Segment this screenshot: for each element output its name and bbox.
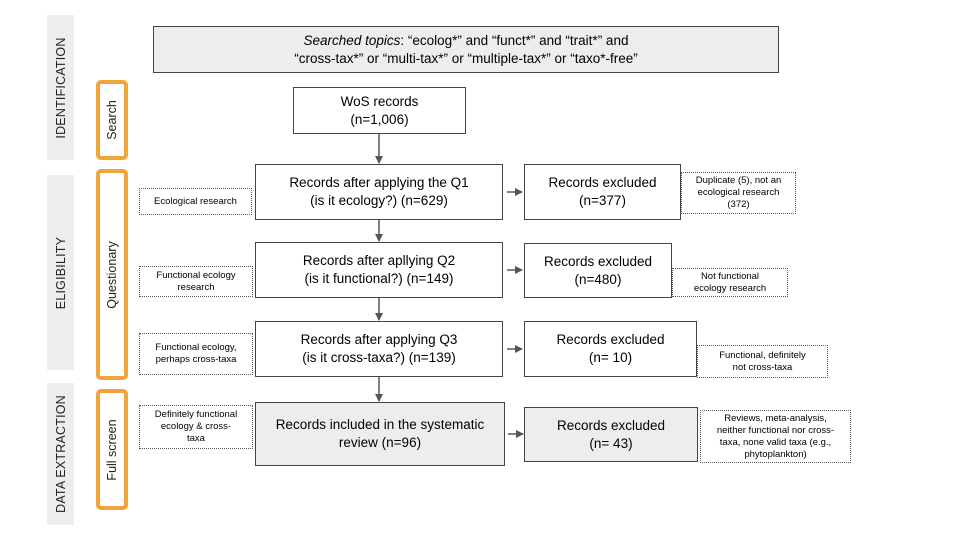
phase-full-screen: Full screen bbox=[96, 389, 128, 510]
excluded-box-3: Records excluded (n= 10) bbox=[524, 321, 697, 377]
phase-search: Search bbox=[96, 80, 128, 160]
excluded-box-2: Records excluded (n=480) bbox=[524, 243, 672, 298]
note-not-cross-taxa: Functional, definitely not cross-taxa bbox=[697, 345, 828, 378]
note-ecological-research: Ecological research bbox=[139, 188, 252, 215]
included-records-box: Records included in the systematic revie… bbox=[255, 402, 505, 466]
excluded-box-1: Records excluded (n=377) bbox=[524, 164, 681, 220]
wos-records-box: WoS records (n=1,006) bbox=[293, 87, 466, 134]
searched-topics-line1: Searched topics: “ecolog*” and “funct*” … bbox=[304, 32, 629, 50]
searched-topics-label: Searched topics bbox=[303, 32, 401, 48]
stage-identification: IDENTIFICATION bbox=[47, 15, 74, 160]
q2-records-box: Records after apllying Q2 (is it functio… bbox=[255, 242, 503, 298]
q1-records-box: Records after applying the Q1 (is it eco… bbox=[255, 164, 503, 220]
stage-data-extraction: DATA EXTRACTION bbox=[47, 383, 74, 525]
phase-questionary: Questionary bbox=[96, 169, 128, 380]
note-duplicate-not-ecological: Duplicate (5), not an ecological researc… bbox=[681, 172, 796, 214]
q3-records-box: Records after applying Q3 (is it cross-t… bbox=[255, 321, 503, 377]
searched-topics-terms-1: : “ecolog*” and “funct*” and “trait*” an… bbox=[400, 32, 629, 48]
note-reviews-meta-analysis: Reviews, meta-analysis, neither function… bbox=[700, 410, 851, 463]
note-definitely-cross-taxa: Definitely functional ecology & cross- t… bbox=[139, 405, 253, 449]
stage-eligibility: ELIGIBILITY bbox=[47, 175, 74, 370]
excluded-box-4: Records excluded (n= 43) bbox=[524, 407, 698, 462]
searched-topics-box: Searched topics: “ecolog*” and “funct*” … bbox=[153, 26, 779, 73]
searched-topics-line2: “cross-tax*” or “multi-tax*” or “multipl… bbox=[294, 50, 638, 66]
note-not-functional: Not functional ecology research bbox=[672, 268, 788, 297]
note-functional-ecology-research: Functional ecology research bbox=[139, 266, 253, 297]
note-perhaps-cross-taxa: Functional ecology, perhaps cross-taxa bbox=[139, 333, 253, 375]
